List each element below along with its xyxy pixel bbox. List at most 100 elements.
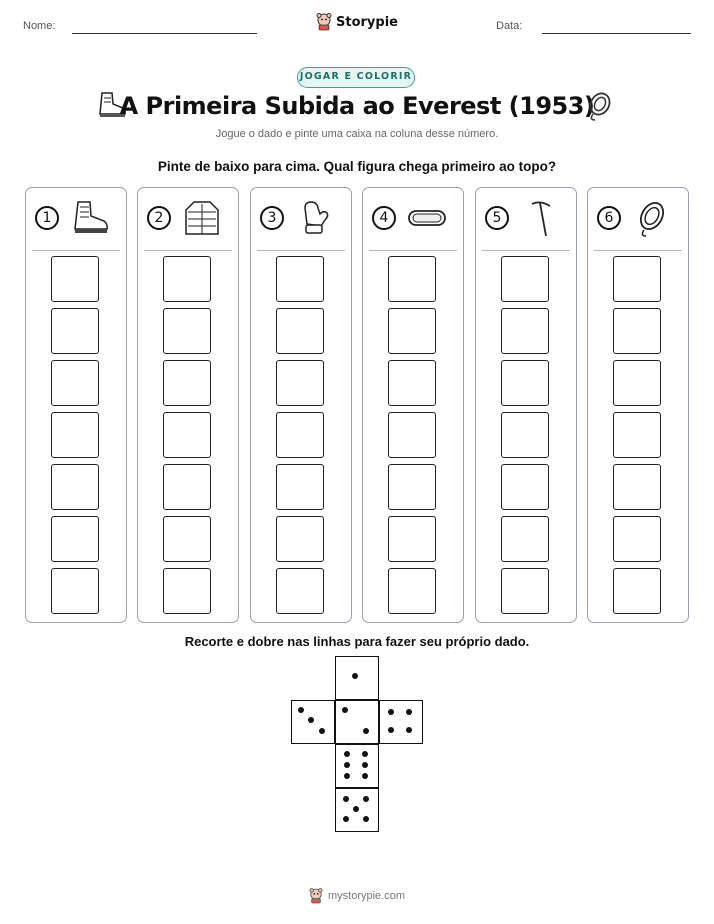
die-pip xyxy=(343,796,349,802)
page-title: A Primeira Subida ao Everest (1953) xyxy=(119,92,595,120)
die-pip xyxy=(362,762,368,768)
column-number: 3 xyxy=(260,206,284,230)
color-box[interactable] xyxy=(501,568,549,614)
color-box[interactable] xyxy=(276,516,324,562)
column-divider xyxy=(369,250,457,251)
activity-badge: JOGAR E COLORIR xyxy=(297,67,415,88)
die-pip xyxy=(388,727,394,733)
color-box[interactable] xyxy=(51,256,99,302)
die-pip xyxy=(344,751,350,757)
die-face-4 xyxy=(379,700,423,744)
color-box[interactable] xyxy=(163,256,211,302)
color-box[interactable] xyxy=(51,412,99,458)
die-pip xyxy=(406,709,412,715)
die-pip xyxy=(362,773,368,779)
date-label: Data: xyxy=(496,20,523,32)
color-box[interactable] xyxy=(388,308,436,354)
color-box[interactable] xyxy=(163,360,211,406)
color-box[interactable] xyxy=(163,308,211,354)
brand-logo: Storypie xyxy=(0,13,714,35)
color-box[interactable] xyxy=(501,256,549,302)
color-box[interactable] xyxy=(613,308,661,354)
color-box[interactable] xyxy=(163,568,211,614)
color-box[interactable] xyxy=(388,516,436,562)
color-box[interactable] xyxy=(388,412,436,458)
color-box[interactable] xyxy=(51,360,99,406)
column-1: 1 xyxy=(25,187,127,623)
goggles-icon xyxy=(408,210,446,226)
name-line xyxy=(72,33,257,34)
color-box[interactable] xyxy=(276,308,324,354)
cut-instruction: Recorte e dobre nas linhas para fazer se… xyxy=(184,634,530,649)
column-5: 5 xyxy=(475,187,577,623)
color-box[interactable] xyxy=(613,464,661,510)
brand-name: Storypie xyxy=(336,14,398,30)
column-divider xyxy=(594,250,682,251)
column-number: 4 xyxy=(372,206,396,230)
color-box[interactable] xyxy=(613,360,661,406)
color-box[interactable] xyxy=(501,516,549,562)
color-box[interactable] xyxy=(613,568,661,614)
boot-icon xyxy=(74,201,108,233)
die-pip xyxy=(344,762,350,768)
die-pip xyxy=(308,717,314,723)
color-box[interactable] xyxy=(388,464,436,510)
instruction-text: Pinte de baixo para cima. Qual figura ch… xyxy=(157,159,557,174)
column-divider xyxy=(482,250,570,251)
color-box[interactable] xyxy=(613,516,661,562)
color-box[interactable] xyxy=(276,568,324,614)
column-number: 6 xyxy=(597,206,621,230)
color-box[interactable] xyxy=(51,516,99,562)
die-pip xyxy=(298,707,304,713)
column-divider xyxy=(144,250,232,251)
color-box[interactable] xyxy=(51,308,99,354)
footer-url[interactable]: mystorypie.com xyxy=(327,890,406,902)
die-pip xyxy=(363,728,369,734)
color-box[interactable] xyxy=(51,464,99,510)
storypie-mascot-icon xyxy=(309,888,323,904)
color-box[interactable] xyxy=(501,308,549,354)
page-subtitle: Jogue o dado e pinte uma caixa na coluna… xyxy=(215,128,499,140)
color-box[interactable] xyxy=(388,256,436,302)
column-number: 5 xyxy=(485,206,509,230)
die-pip xyxy=(388,709,394,715)
die-face-2 xyxy=(335,700,379,744)
color-box[interactable] xyxy=(501,464,549,510)
color-box[interactable] xyxy=(613,412,661,458)
color-box[interactable] xyxy=(388,568,436,614)
color-box[interactable] xyxy=(501,360,549,406)
ice-axe-icon xyxy=(531,201,551,237)
color-box[interactable] xyxy=(163,516,211,562)
die-pip xyxy=(343,816,349,822)
footer: mystorypie.com xyxy=(0,888,714,908)
color-box[interactable] xyxy=(501,412,549,458)
jacket-icon xyxy=(185,201,219,235)
die-pip xyxy=(362,751,368,757)
color-box[interactable] xyxy=(163,412,211,458)
column-number: 1 xyxy=(35,206,59,230)
color-box[interactable] xyxy=(276,360,324,406)
column-number: 2 xyxy=(147,206,171,230)
column-3: 3 xyxy=(250,187,352,623)
die-pip xyxy=(363,816,369,822)
die-pip xyxy=(342,707,348,713)
die-face-1 xyxy=(335,656,379,700)
color-box[interactable] xyxy=(51,568,99,614)
column-2: 2 xyxy=(137,187,239,623)
die-face-6 xyxy=(335,744,379,788)
name-label: Nome: xyxy=(23,20,56,32)
color-box[interactable] xyxy=(276,412,324,458)
rope-icon xyxy=(639,201,665,237)
column-divider xyxy=(32,250,120,251)
die-face-3 xyxy=(291,700,335,744)
date-line xyxy=(542,33,691,34)
mitten-icon xyxy=(304,201,329,234)
color-box[interactable] xyxy=(276,464,324,510)
die-pip xyxy=(319,728,325,734)
die-pip xyxy=(353,806,359,812)
die-pip xyxy=(344,773,350,779)
color-box[interactable] xyxy=(163,464,211,510)
color-box[interactable] xyxy=(388,360,436,406)
color-box[interactable] xyxy=(276,256,324,302)
color-box[interactable] xyxy=(613,256,661,302)
